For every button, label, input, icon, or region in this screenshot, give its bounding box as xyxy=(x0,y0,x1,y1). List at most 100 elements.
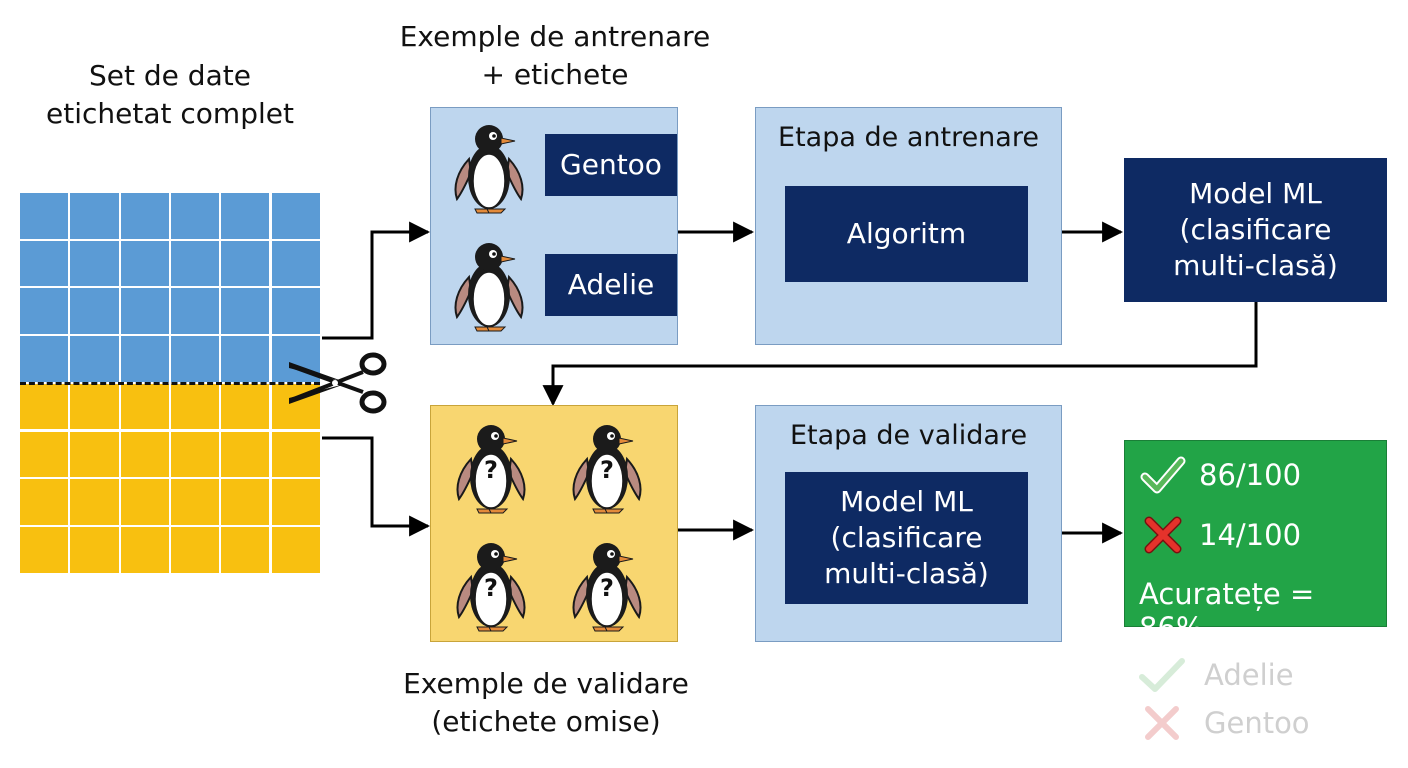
dataset-cell-training xyxy=(120,336,169,382)
dataset-cell-validation xyxy=(120,526,169,573)
arrow-model-to-validation xyxy=(542,302,1258,407)
dataset-cell-training xyxy=(170,288,220,335)
split-dashed-line xyxy=(20,382,320,385)
dataset-cell-validation xyxy=(221,431,270,478)
dataset-cell-validation xyxy=(120,383,169,430)
results-accuracy: Acuratețe = 86% xyxy=(1139,577,1315,645)
dataset-cell-training xyxy=(70,240,119,287)
dataset-cell-validation xyxy=(221,526,270,573)
training-examples-title: Exemple de antrenare + etichete xyxy=(380,18,730,94)
validation-examples-title-line2: (etichete omise) xyxy=(431,705,661,738)
algorithm-box: Algoritm xyxy=(785,186,1028,282)
dataset-cell-validation xyxy=(170,383,220,430)
training-examples-panel: Gentoo Adelie xyxy=(430,107,678,345)
results-incorrect-value: 14/100 xyxy=(1199,518,1302,552)
dataset-cell-validation xyxy=(271,431,320,478)
dataset-cell-training xyxy=(20,288,69,335)
results-correct-value: 86/100 xyxy=(1199,458,1302,492)
results-correct-row: 86/100 xyxy=(1140,455,1302,495)
dataset-cell-validation xyxy=(120,431,169,478)
dataset-title: Set de date etichetat complet xyxy=(20,57,320,133)
results-incorrect-row: 14/100 xyxy=(1143,515,1301,555)
scissors-icon xyxy=(289,352,387,414)
model-ml-line3: multi-clasă) xyxy=(1173,249,1338,282)
label-adelie-text: Adelie xyxy=(567,268,655,301)
dataset-cell-validation xyxy=(70,383,119,430)
dataset-cell-training xyxy=(120,288,169,335)
dataset-cell-training xyxy=(170,193,220,239)
dataset-cell-validation xyxy=(271,479,320,525)
dataset-cell-validation xyxy=(20,431,69,478)
faded-correct-row: Adelie xyxy=(1138,655,1294,695)
dataset-cell-training xyxy=(271,240,320,287)
dataset-cell-validation xyxy=(120,479,169,525)
validation-model-line1: Model ML xyxy=(840,485,973,518)
dataset-cell-validation xyxy=(20,526,69,573)
unknown-mark: ? xyxy=(600,574,614,602)
dataset-cell-validation xyxy=(170,479,220,525)
unknown-mark: ? xyxy=(484,574,498,602)
dataset-cell-training xyxy=(70,193,119,239)
cross-icon xyxy=(1145,706,1179,740)
dataset-cell-validation xyxy=(20,479,69,525)
training-examples-title-line1: Exemple de antrenare xyxy=(399,20,711,53)
dataset-cell-validation xyxy=(170,431,220,478)
model-ml-line1: Model ML xyxy=(1189,177,1322,210)
dataset-grid xyxy=(20,193,322,575)
faded-incorrect-row: Gentoo xyxy=(1142,703,1310,743)
dataset-cell-validation xyxy=(271,526,320,573)
dataset-cell-training xyxy=(70,336,119,382)
arrow-dataset-to-validation xyxy=(322,436,431,537)
check-icon xyxy=(1140,456,1186,494)
validation-stage-title: Etapa de validare xyxy=(789,420,1028,451)
dataset-title-line2: etichetat complet xyxy=(46,97,294,130)
unknown-mark: ? xyxy=(484,456,498,484)
dataset-cell-training xyxy=(221,336,270,382)
training-examples-title-line2: + etichete xyxy=(481,58,629,91)
validation-model-box: Model ML (clasificare multi-clasă) xyxy=(785,472,1028,604)
dataset-cell-validation xyxy=(20,383,69,430)
validation-examples-panel: ? ? ? ? xyxy=(430,405,678,642)
dataset-cell-training xyxy=(170,336,220,382)
dataset-cell-validation xyxy=(70,526,119,573)
dataset-cell-training xyxy=(20,193,69,239)
validation-model-line2: (clasificare xyxy=(830,521,983,554)
dataset-cell-training xyxy=(221,288,270,335)
model-ml-line2: (clasificare xyxy=(1179,213,1332,246)
results-box: 86/100 14/100 Acuratețe = 86% xyxy=(1124,440,1387,645)
dataset-cell-training xyxy=(20,336,69,382)
dataset-cell-training xyxy=(170,240,220,287)
dataset-title-line1: Set de date xyxy=(89,59,251,92)
training-stage-panel: Etapa de antrenare Algoritm xyxy=(755,107,1062,345)
dataset-cell-validation xyxy=(221,479,270,525)
dataset-cell-training xyxy=(70,288,119,335)
penguin-icon xyxy=(449,116,529,218)
dataset-cell-training xyxy=(120,193,169,239)
validation-model-line3: multi-clasă) xyxy=(824,557,989,590)
validation-examples-title: Exemple de validare (etichete omise) xyxy=(370,665,722,741)
dataset-cell-validation xyxy=(221,383,270,430)
dataset-cell-training xyxy=(20,240,69,287)
dataset-cell-training xyxy=(120,240,169,287)
training-stage-title: Etapa de antrenare xyxy=(778,122,1039,153)
dataset-cell-training xyxy=(221,193,270,239)
penguin-icon xyxy=(449,234,529,336)
dataset-cell-training xyxy=(221,240,270,287)
dataset-cell-training xyxy=(271,288,320,335)
check-icon xyxy=(1139,658,1185,692)
model-ml-box: Model ML (clasificare multi-clasă) xyxy=(1124,158,1387,302)
unknown-mark: ? xyxy=(600,456,614,484)
algorithm-label: Algoritm xyxy=(846,217,967,250)
validation-stage-panel: Etapa de validare Model ML (clasificare … xyxy=(755,405,1062,642)
cross-icon xyxy=(1144,516,1182,554)
label-gentoo: Gentoo xyxy=(545,134,677,196)
dataset-cell-training xyxy=(271,193,320,239)
faded-correct-label: Adelie xyxy=(1204,658,1294,692)
label-adelie: Adelie xyxy=(545,254,677,316)
dataset-cell-validation xyxy=(70,479,119,525)
label-gentoo-text: Gentoo xyxy=(560,148,662,181)
arrow-dataset-to-training xyxy=(322,221,431,340)
faded-incorrect-label: Gentoo xyxy=(1204,706,1310,740)
dataset-cell-validation xyxy=(170,526,220,573)
